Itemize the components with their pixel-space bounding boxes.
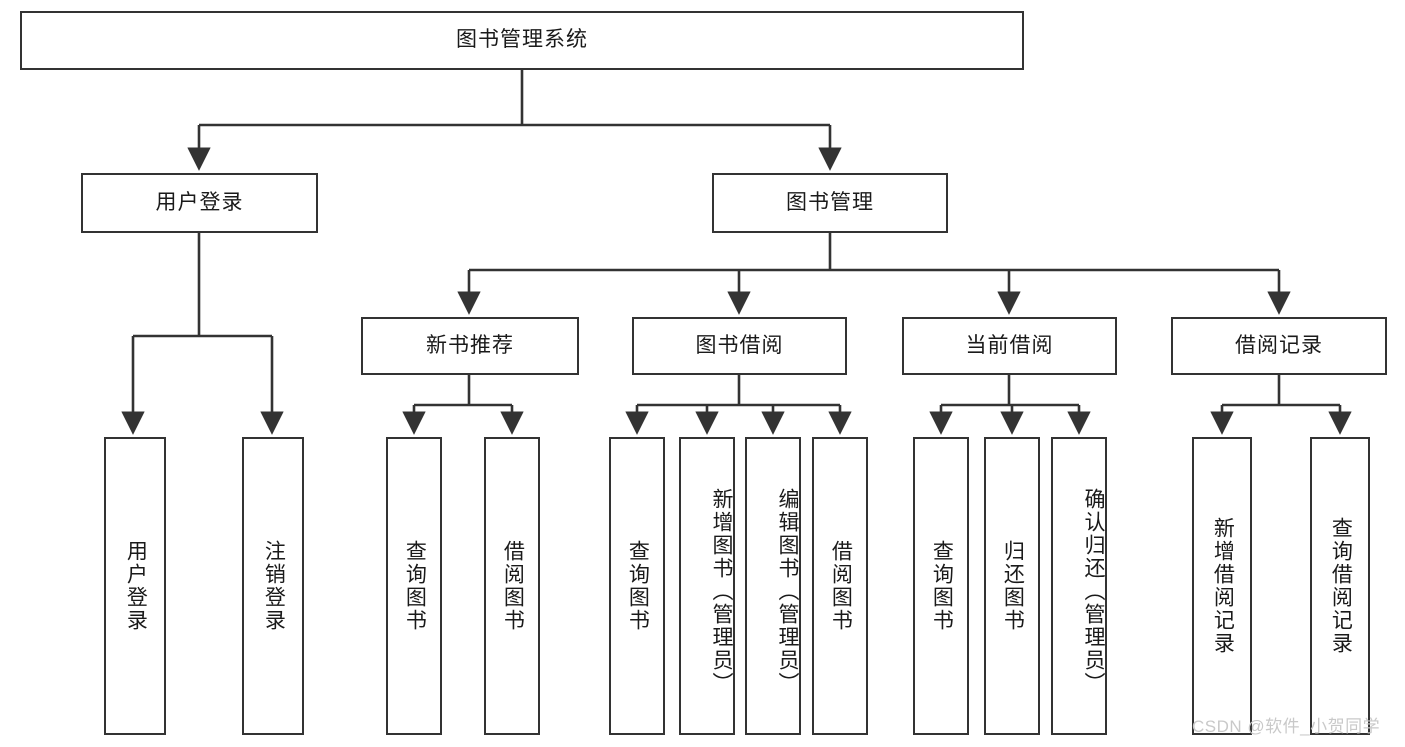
node-new-book-recommend[interactable]: 新书推荐 xyxy=(361,317,579,375)
leaf-borrow-book-nb[interactable]: 借阅图书 xyxy=(484,437,540,735)
leaf-confirm-return-admin[interactable]: 确认归还（管理员） xyxy=(1051,437,1107,735)
leaf-add-borrow-record[interactable]: 新增借阅记录 xyxy=(1192,437,1252,735)
node-root[interactable]: 图书管理系统 xyxy=(20,11,1024,70)
node-book-management[interactable]: 图书管理 xyxy=(712,173,948,233)
leaf-query-book-cb[interactable]: 查询图书 xyxy=(913,437,969,735)
leaf-query-book-nb[interactable]: 查询图书 xyxy=(386,437,442,735)
leaf-query-borrow-record[interactable]: 查询借阅记录 xyxy=(1310,437,1370,735)
leaf-logout[interactable]: 注销登录 xyxy=(242,437,304,735)
node-borrow-record[interactable]: 借阅记录 xyxy=(1171,317,1387,375)
leaf-user-login[interactable]: 用户登录 xyxy=(104,437,166,735)
node-current-borrow[interactable]: 当前借阅 xyxy=(902,317,1117,375)
leaf-return-book[interactable]: 归还图书 xyxy=(984,437,1040,735)
leaf-edit-book-admin[interactable]: 编辑图书（管理员） xyxy=(745,437,801,735)
leaf-add-book-admin[interactable]: 新增图书（管理员） xyxy=(679,437,735,735)
leaf-borrow-book-bw[interactable]: 借阅图书 xyxy=(812,437,868,735)
csdn-watermark: CSDN @软件_小贺同学 xyxy=(1192,717,1381,736)
leaf-query-book-bw[interactable]: 查询图书 xyxy=(609,437,665,735)
node-book-borrow[interactable]: 图书借阅 xyxy=(632,317,847,375)
node-user-login[interactable]: 用户登录 xyxy=(81,173,318,233)
